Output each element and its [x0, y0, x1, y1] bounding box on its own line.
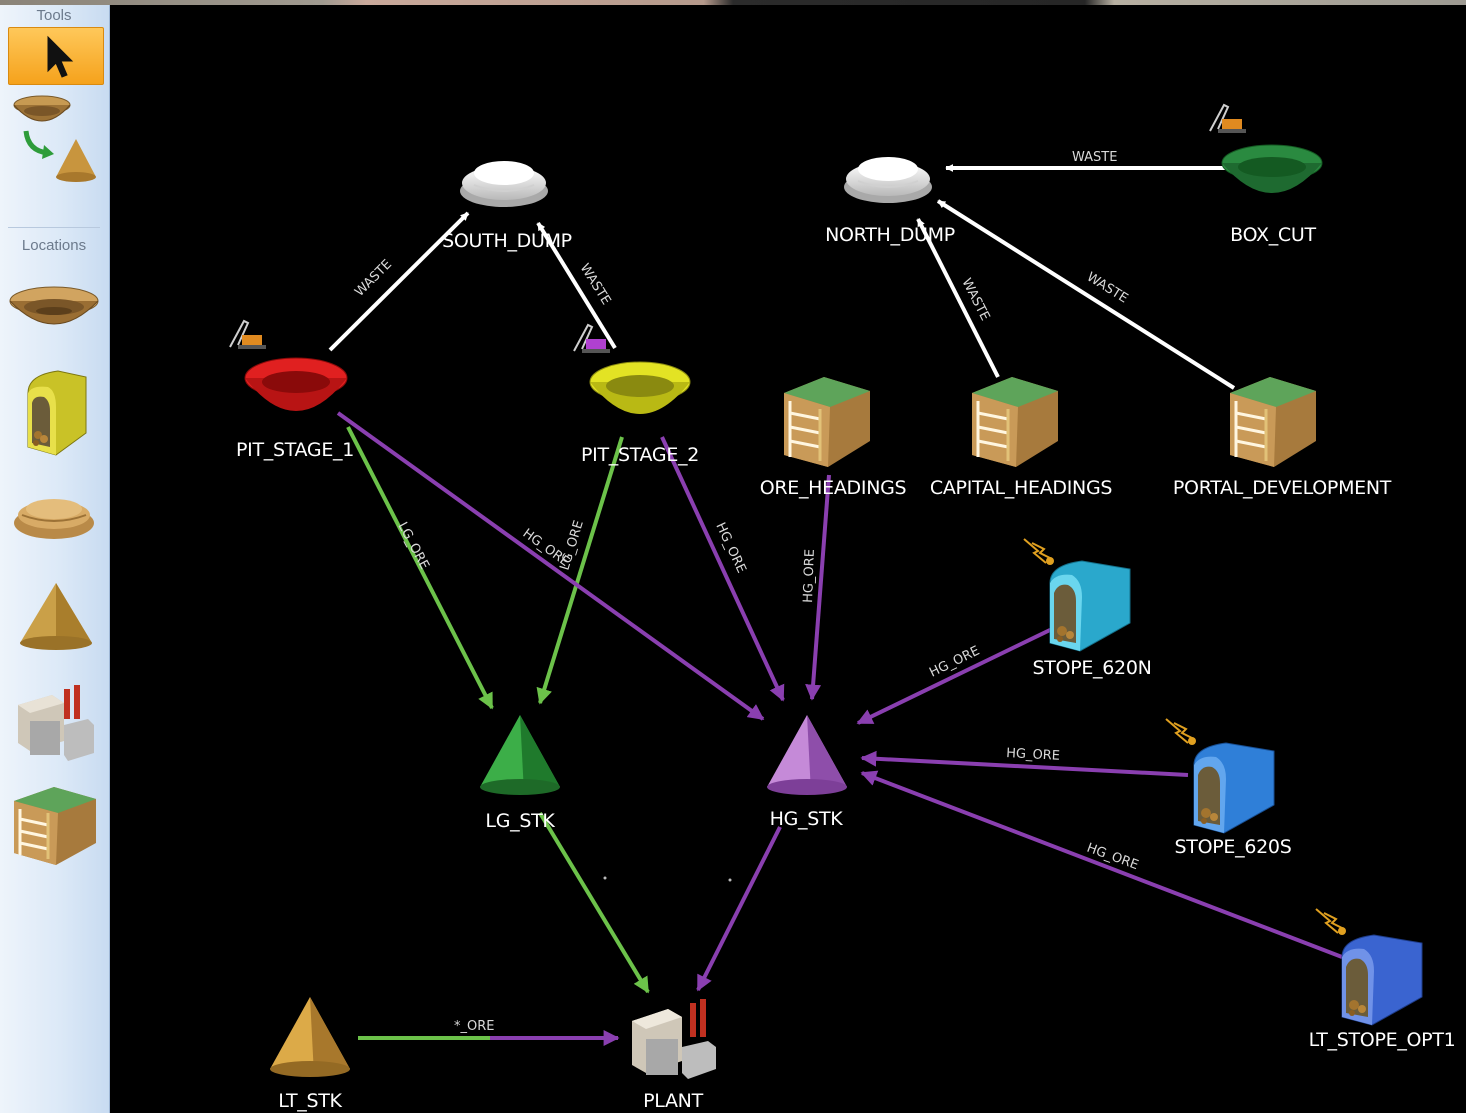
window-top-strip — [0, 0, 1466, 5]
palette-divider — [8, 227, 100, 228]
pointer-tool[interactable] — [8, 27, 104, 85]
edge-label-waste-3: WASTE — [1072, 150, 1117, 165]
label-stope-620s: STOPE_620S — [1174, 836, 1292, 858]
blast-icon-stope-620s — [1165, 718, 1196, 745]
blast-icon-lt-stope-opt1 — [1315, 908, 1346, 935]
edge-label-waste-4: WASTE — [958, 276, 992, 323]
label-box-cut: BOX_CUT — [1230, 224, 1316, 246]
edge-label-hgore-3: HG_ORE — [801, 549, 818, 603]
node-portal-development[interactable] — [1230, 377, 1316, 467]
edge-label-waste-2: WASTE — [577, 261, 614, 307]
node-hg-stk[interactable] — [767, 715, 847, 795]
label-plant: PLANT — [643, 1090, 703, 1112]
label-portal-development: PORTAL_DEVELOPMENT — [1172, 477, 1392, 499]
plant-icon — [18, 685, 94, 761]
label-pit-stage-1: PIT_STAGE_1 — [235, 439, 355, 461]
edge-capital-northdump[interactable] — [916, 218, 1000, 378]
edge-stope620n-hgstk[interactable] — [856, 627, 1053, 725]
edge-pit2-southdump[interactable] — [536, 221, 617, 350]
edge-pit2-lgstk[interactable] — [536, 436, 624, 705]
label-pit-stage-2: PIT_STAGE_2 — [580, 444, 700, 466]
label-lg-stk: LG_STK — [485, 810, 555, 832]
pit-location-tool[interactable] — [8, 277, 104, 347]
edge-label-lgore-1: LG_ORE — [394, 520, 431, 572]
edge-oreheadings-hgstk[interactable] — [805, 474, 831, 701]
heading-location-tool[interactable] — [8, 779, 104, 871]
edge-stope620s-hgstk[interactable] — [860, 750, 1189, 777]
dump-icon — [14, 499, 94, 539]
node-ore-headings[interactable] — [784, 377, 870, 467]
stope-location-tool[interactable] — [8, 363, 104, 463]
label-hg-stk: HG_STK — [769, 808, 843, 830]
edge-pit1-lgstk[interactable] — [346, 426, 494, 710]
waste-edges — [328, 164, 1236, 390]
edge-ltstope-hgstk[interactable] — [860, 770, 1343, 959]
pointer-icon — [47, 35, 74, 78]
edge-label-anyore: *_ORE — [454, 1019, 494, 1034]
label-capital-headings: CAPITAL_HEADINGS — [929, 477, 1113, 499]
label-lt-stk: LT_STK — [278, 1090, 342, 1112]
node-pit-stage-1[interactable] — [244, 357, 348, 411]
label-lt-stope-opt1: LT_STOPE_OPT1 — [1308, 1029, 1456, 1051]
node-box-cut[interactable] — [1221, 144, 1323, 193]
edge-pit2-hgstk[interactable] — [660, 436, 785, 702]
canvas-dot — [728, 878, 732, 882]
canvas-dot — [603, 876, 607, 880]
edge-pit1-southdump[interactable] — [328, 211, 470, 352]
network-graph: WASTE WASTE WASTE WASTE WASTE LG_ORE LG_… — [229, 103, 1423, 1079]
label-ore-headings: ORE_HEADINGS — [759, 477, 907, 499]
stockpile-location-tool[interactable] — [8, 577, 104, 657]
node-south-dump[interactable] — [460, 161, 548, 207]
pit-to-stockpile-icon — [13, 95, 96, 182]
plant-location-tool[interactable] — [8, 681, 104, 765]
lg-ore-edges — [346, 426, 650, 1040]
excavator-icon-box-cut — [1209, 103, 1246, 133]
label-stope-620n: STOPE_620N — [1032, 657, 1152, 679]
edge-pit1-hgstk[interactable] — [336, 411, 765, 721]
pit-to-stockpile-tool[interactable] — [8, 91, 104, 191]
node-lg-stk[interactable] — [480, 715, 560, 795]
node-stope-620n[interactable] — [1049, 560, 1131, 652]
network-canvas[interactable]: WASTE WASTE WASTE WASTE WASTE LG_ORE LG_… — [110, 5, 1466, 1113]
label-south-dump: SOUTH_DUMP — [442, 230, 572, 252]
locations-header: Locations — [21, 237, 87, 254]
edge-lgstk-plant[interactable] — [538, 811, 650, 994]
edge-labels: WASTE WASTE WASTE WASTE WASTE LG_ORE LG_… — [352, 150, 1140, 1034]
hg-ore-edges — [336, 411, 1343, 1046]
pit-icon — [9, 286, 99, 325]
stockpile-icon — [20, 583, 92, 650]
edge-label-waste-5: WASTE — [1084, 270, 1130, 307]
tool-palette: Tools Locations — [0, 5, 110, 1113]
stope-icon — [27, 370, 87, 456]
excavator-icon-pit-stage-2 — [573, 323, 610, 353]
tools-header: Tools — [36, 7, 72, 24]
edge-label-hgore-5: HG_ORE — [1006, 746, 1061, 764]
node-lt-stk[interactable] — [270, 997, 350, 1077]
heading-icon — [14, 787, 96, 865]
label-north-dump: NORTH_DUMP — [825, 224, 955, 246]
node-lt-stope-opt1[interactable] — [1341, 934, 1423, 1026]
node-capital-headings[interactable] — [972, 377, 1058, 467]
node-stope-620s[interactable] — [1193, 742, 1275, 834]
dump-location-tool[interactable] — [8, 483, 104, 553]
excavator-icon-pit-stage-1 — [229, 319, 266, 349]
edge-label-hgore-2: HG_ORE — [712, 520, 748, 575]
node-north-dump[interactable] — [844, 157, 932, 203]
node-pit-stage-2[interactable] — [589, 361, 691, 414]
blast-icon-stope-620n — [1023, 538, 1054, 565]
edge-hgstk-plant[interactable] — [696, 826, 782, 992]
edge-portal-northdump[interactable] — [936, 199, 1236, 390]
node-plant[interactable] — [632, 999, 716, 1079]
